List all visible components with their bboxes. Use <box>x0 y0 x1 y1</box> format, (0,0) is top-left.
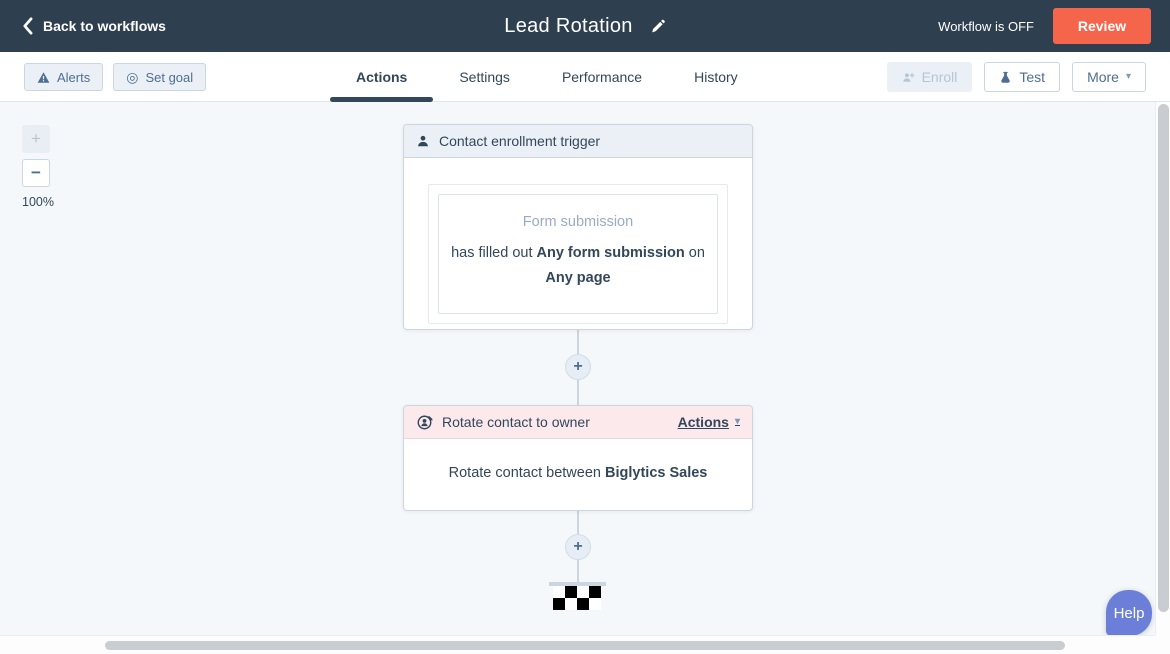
enroll-button[interactable]: Enroll <box>886 62 973 92</box>
rotate-action-card[interactable]: Rotate contact to owner Actions ▾ Rotate… <box>403 405 753 511</box>
add-action-button-2[interactable]: + <box>565 534 591 560</box>
zoom-level-label: 100% <box>22 195 54 209</box>
add-action-button-1[interactable]: + <box>565 354 591 380</box>
zoom-out-button[interactable]: − <box>22 159 50 187</box>
tab-performance[interactable]: Performance <box>536 52 668 102</box>
tab-settings[interactable]: Settings <box>433 52 536 102</box>
help-button[interactable]: Help <box>1106 590 1152 636</box>
trigger-criteria-text: has filled out Any form submission on An… <box>447 241 709 290</box>
workflow-toolbar: Alerts ◎ Set goal Actions Settings Perfo… <box>0 52 1170 102</box>
action-text-pre: Rotate contact between <box>448 465 601 481</box>
test-button[interactable]: Test <box>984 62 1061 92</box>
workflow-canvas: + − 100% Contact enrollment trigger Form… <box>0 102 1170 654</box>
more-button[interactable]: More ▾ <box>1072 62 1146 92</box>
set-goal-label: Set goal <box>145 69 194 85</box>
toolbar-right-group: Enroll Test More ▾ <box>886 62 1146 92</box>
back-label: Back to workflows <box>43 18 166 34</box>
vertical-scrollbar-thumb[interactable] <box>1158 104 1169 612</box>
workflow-end-checkered-flag <box>553 586 601 610</box>
back-chevron-icon <box>22 17 33 35</box>
warning-triangle-icon <box>37 71 50 84</box>
more-label: More <box>1087 69 1119 85</box>
action-team-value: Biglytics Sales <box>605 465 708 481</box>
workflow-title-group: Lead Rotation <box>504 0 666 52</box>
enrollment-trigger-card[interactable]: Contact enrollment trigger Form submissi… <box>403 124 753 330</box>
actions-menu-label: Actions <box>677 414 729 430</box>
tab-history-label: History <box>694 69 738 85</box>
back-to-workflows-link[interactable]: Back to workflows <box>22 0 166 52</box>
criteria-page-value: Any page <box>545 269 611 286</box>
actions-caret-icon: ▾ <box>734 416 740 427</box>
horizontal-scrollbar-track[interactable] <box>0 635 1155 654</box>
action-card-actions-menu[interactable]: Actions ▾ <box>678 414 740 430</box>
tab-settings-label: Settings <box>459 69 510 85</box>
criteria-text-pre: has filled out <box>451 245 533 261</box>
action-card-title: Rotate contact to owner <box>442 414 590 430</box>
chevron-down-icon: ▾ <box>1125 71 1131 82</box>
tab-performance-label: Performance <box>561 69 643 85</box>
top-navigation-bar: Back to workflows Lead Rotation Workflow… <box>0 0 1170 52</box>
review-button[interactable]: Review <box>1053 8 1151 44</box>
trigger-card-title: Contact enrollment trigger <box>439 133 601 149</box>
workflow-tabs: Actions Settings Performance History <box>330 52 764 102</box>
vertical-scrollbar-track[interactable] <box>1155 102 1170 635</box>
edit-pencil-icon[interactable] <box>651 19 666 34</box>
trigger-card-body: Form submission has filled out Any form … <box>404 158 752 325</box>
action-card-header: Rotate contact to owner Actions ▾ <box>404 406 752 439</box>
workflow-end-bar <box>549 582 606 586</box>
alerts-label: Alerts <box>57 69 91 85</box>
action-card-body: Rotate contact between Biglytics Sales <box>404 439 752 481</box>
trigger-type-label: Form submission <box>522 214 634 230</box>
set-goal-button[interactable]: ◎ Set goal <box>113 63 207 91</box>
enroll-label: Enroll <box>921 69 958 85</box>
trigger-criteria-outer-box: Form submission has filled out Any form … <box>428 184 728 325</box>
target-icon: ◎ <box>126 68 139 85</box>
criteria-form-value: Any form submission <box>536 245 685 261</box>
alerts-button[interactable]: Alerts <box>24 63 104 91</box>
criteria-text-on: on <box>688 245 705 261</box>
trigger-criteria-inner-box: Form submission has filled out Any form … <box>438 194 718 315</box>
test-flask-icon <box>999 71 1012 84</box>
scrollbar-corner <box>1155 635 1170 654</box>
workflow-status-text: Workflow is OFF <box>938 18 1034 34</box>
test-label: Test <box>1019 69 1046 85</box>
enroll-contact-icon <box>902 71 915 84</box>
contact-person-icon <box>416 134 430 148</box>
zoom-in-button[interactable]: + <box>22 125 50 153</box>
rotate-owner-icon <box>416 414 433 431</box>
tab-history[interactable]: History <box>668 52 764 102</box>
toolbar-left-group: Alerts ◎ Set goal <box>24 63 207 91</box>
horizontal-scrollbar-thumb[interactable] <box>105 641 1065 650</box>
tab-actions-label: Actions <box>356 69 408 85</box>
tab-actions[interactable]: Actions <box>330 52 434 102</box>
trigger-card-header: Contact enrollment trigger <box>404 125 752 158</box>
workflow-title: Lead Rotation <box>504 14 633 37</box>
